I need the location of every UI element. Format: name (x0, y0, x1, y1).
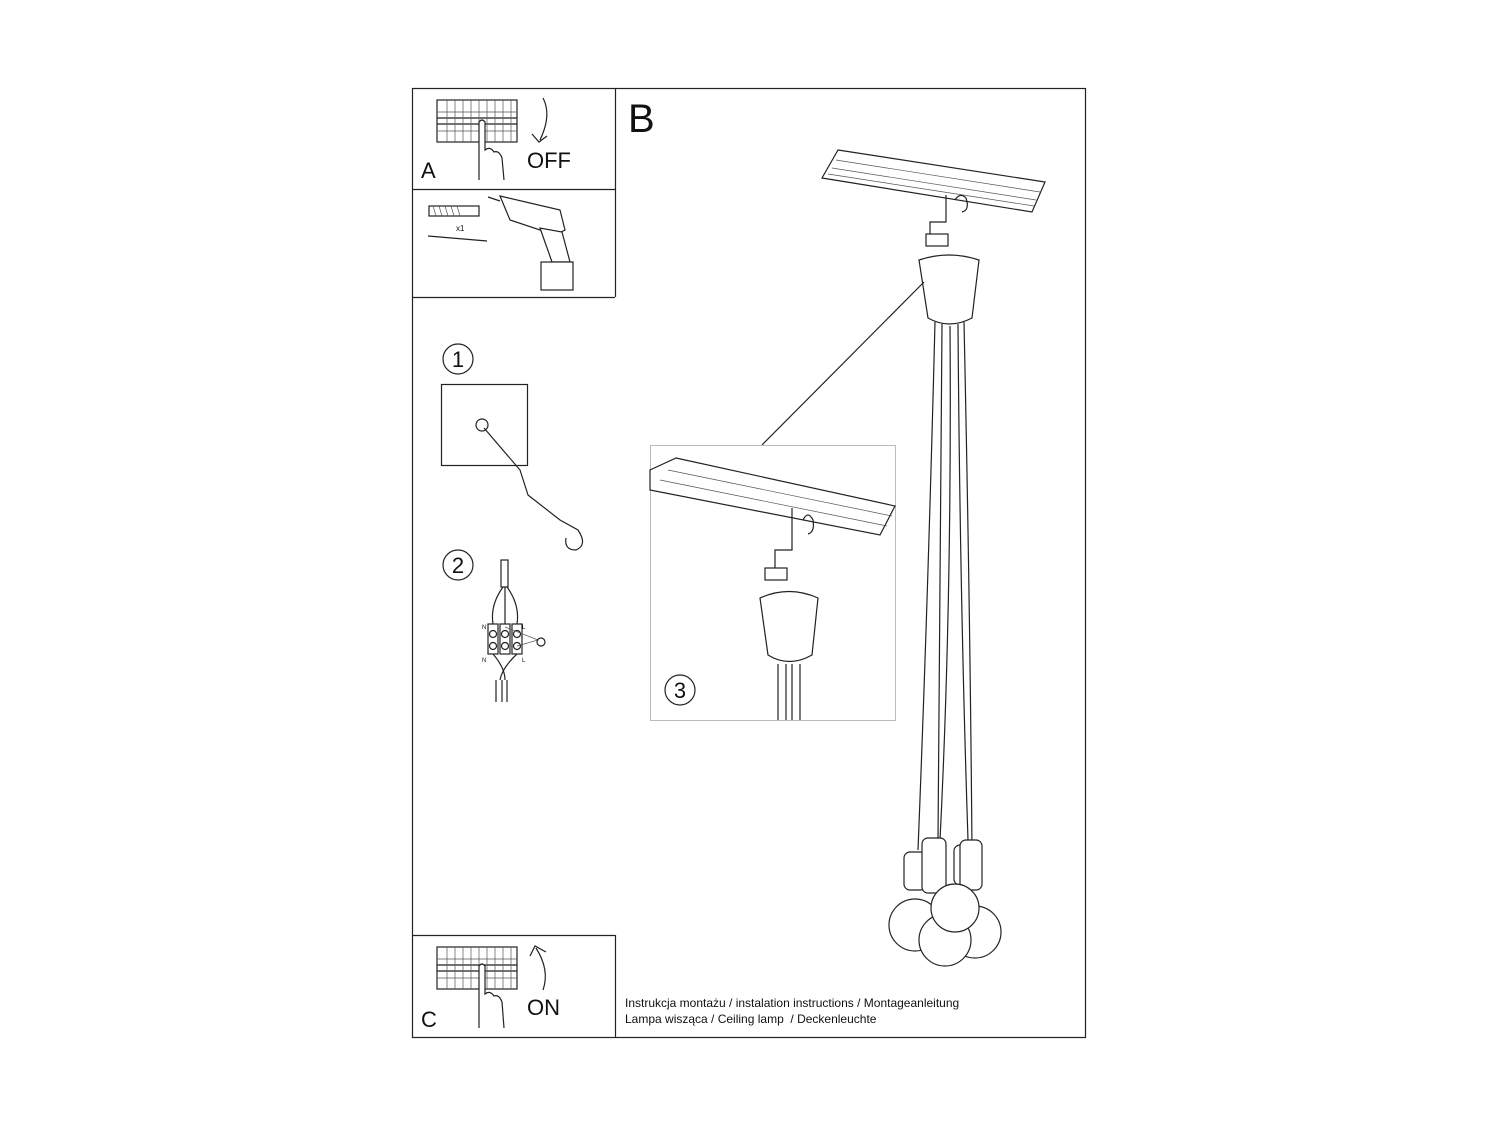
panel-c-letter: C (421, 1007, 437, 1032)
cords (917, 321, 973, 851)
live-label-bottom: L (522, 658, 526, 664)
hand-icon (478, 963, 505, 1029)
off-label: OFF (527, 148, 571, 173)
step-1-drill-hook: 1 (440, 343, 584, 551)
panel-a-power-off: A OFF (421, 97, 571, 183)
bulbs (888, 837, 1002, 967)
neutral-label-bottom: N (482, 658, 486, 664)
frame (411, 87, 1087, 1039)
live-label-top: L (522, 625, 526, 631)
ground-icon (536, 637, 546, 647)
panel-tools: x1 (427, 195, 574, 291)
breaker-box-icon (436, 946, 518, 990)
breaker-box-icon (436, 99, 518, 143)
ceiling-square (440, 383, 529, 467)
step-2-wiring: 2 N L N L (442, 549, 546, 702)
panel-b-main-illustration: B (628, 97, 1046, 967)
neutral-label-top: N (482, 625, 486, 631)
hand-icon (478, 119, 505, 181)
footer-line-1: Instrukcja montażu / instalation instruc… (625, 996, 959, 1010)
wall-plug-icon (428, 205, 480, 217)
panel-c-power-on: C ON (421, 945, 560, 1032)
terminal-block-icon (487, 623, 523, 655)
step-1-number: 1 (452, 347, 464, 372)
step-2-number: 2 (452, 553, 464, 578)
step-3-number: 3 (674, 678, 686, 703)
screw-icon (427, 235, 488, 242)
quantity-label: x1 (456, 224, 465, 233)
panel-b-letter: B (628, 97, 655, 141)
arrow-down-icon (531, 97, 548, 143)
arrow-up-icon (529, 945, 547, 991)
on-label: ON (527, 995, 560, 1020)
step-3-inset: 3 (649, 445, 896, 721)
drill-icon (487, 195, 574, 291)
ceiling-plate (821, 149, 1046, 213)
panel-a-letter: A (421, 158, 436, 183)
canopy (918, 254, 980, 325)
mounting-hook-icon (929, 194, 968, 240)
hook-icon (483, 427, 584, 551)
footer-line-2: Lampa wisząca / Ceiling lamp / Deckenleu… (625, 1012, 877, 1026)
